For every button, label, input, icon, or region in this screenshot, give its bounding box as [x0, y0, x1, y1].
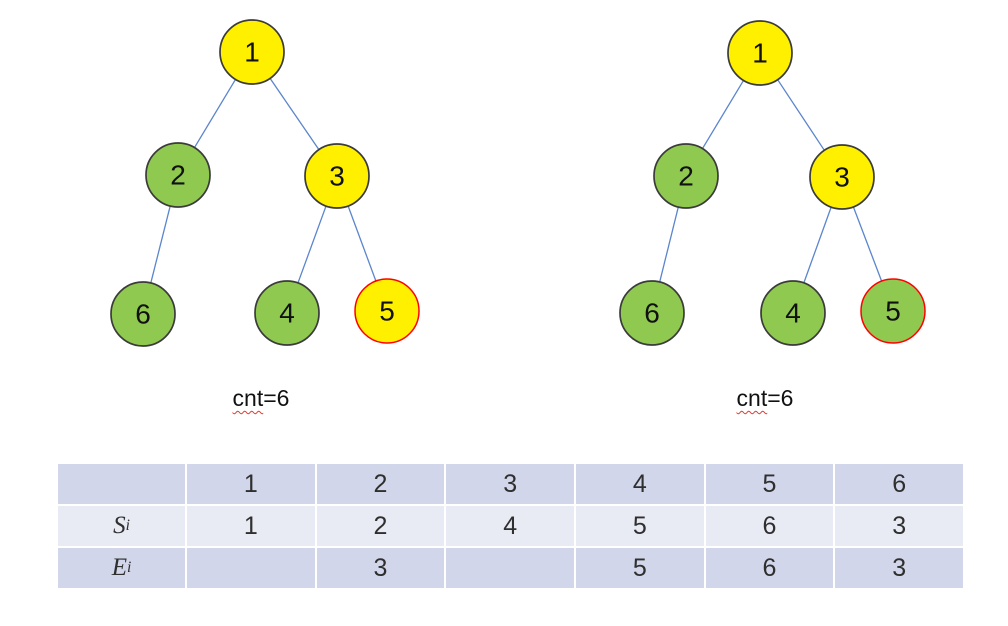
tree-node-right-6: [619, 280, 685, 346]
table-header-cell: 5: [705, 464, 834, 504]
table-header-cell: 2: [316, 464, 445, 504]
tree-edge-left-3-5: [347, 205, 377, 282]
tree-node-label-left-5: 5: [379, 296, 395, 327]
table-header-cell: 4: [575, 464, 704, 504]
table-cell-s: 2: [316, 506, 445, 546]
table-cell-e: 5: [575, 548, 704, 588]
tree-node-label-right-4: 4: [785, 298, 801, 329]
tree-node-label-left-3: 3: [329, 161, 345, 192]
table-header-cell: 1: [187, 464, 315, 504]
tree-edge-right-2-6: [659, 206, 679, 283]
tree-edge-right-1-3: [777, 79, 825, 151]
table-cell-s: 4: [446, 506, 574, 546]
row-label-main: E: [111, 554, 127, 581]
tree-node-label-right-1: 1: [752, 38, 768, 69]
table-cell-s: 5: [575, 506, 704, 546]
tree-node-right-4: [760, 280, 826, 346]
table-cell-e: 3: [316, 548, 445, 588]
tree-node-label-left-6: 6: [135, 299, 151, 330]
table-header-cell: 3: [446, 464, 574, 504]
tree-edge-left-1-3: [269, 78, 320, 150]
tree-edge-left-1-2: [193, 79, 237, 148]
table-cell-e: 6: [705, 548, 834, 588]
tree-node-label-right-3: 3: [834, 162, 850, 193]
row-label-main: S: [113, 512, 126, 539]
cnt-word-left: cnt: [232, 385, 264, 411]
table-cell-s: 6: [705, 506, 834, 546]
tree-edge-left-2-6: [150, 205, 171, 284]
tree-node-label-left-1: 1: [244, 37, 260, 68]
table-cell-e: [187, 548, 315, 588]
tree-node-right-2: [653, 143, 719, 209]
table-header-cell: 6: [835, 464, 963, 504]
table-cell-s: 1: [187, 506, 315, 546]
tree-node-left-2: [145, 142, 211, 208]
tree-node-right-1: [727, 20, 793, 86]
tree-diagram: 1 2 3 6 4 5 1 2 3 6 4 5: [110, 19, 926, 347]
tree-edge-right-3-5: [852, 206, 883, 282]
tree-edge-right-1-2: [701, 80, 745, 149]
tree-node-right-5: [860, 278, 926, 344]
tree-node-left-4: [254, 280, 320, 346]
cnt-label-right: cnt=6: [737, 386, 794, 410]
tree-node-left-5: [354, 278, 420, 344]
tree-node-left-6: [110, 281, 176, 347]
cnt-word-right: cnt: [736, 385, 768, 411]
tree-node-left-3: [304, 143, 370, 209]
tree-edge-right-3-4: [803, 206, 832, 284]
table-cell-s: 3: [835, 506, 963, 546]
tree-node-label-right-5: 5: [885, 296, 901, 327]
cnt-value-right: =6: [767, 385, 794, 411]
tree-node-label-left-4: 4: [279, 298, 295, 329]
tree-node-label-right-6: 6: [644, 298, 660, 329]
table-header-corner: [58, 464, 185, 504]
cnt-value-left: =6: [263, 385, 290, 411]
table-cell-e: [446, 548, 574, 588]
cnt-label-left: cnt=6: [233, 386, 290, 410]
tree-node-left-1: [219, 19, 285, 85]
table-cell-e: 3: [835, 548, 963, 588]
tree-node-label-left-2: 2: [170, 160, 186, 191]
tree-node-label-right-2: 2: [678, 161, 694, 192]
tree-node-right-3: [809, 144, 875, 210]
tree-edge-left-3-4: [297, 205, 327, 284]
